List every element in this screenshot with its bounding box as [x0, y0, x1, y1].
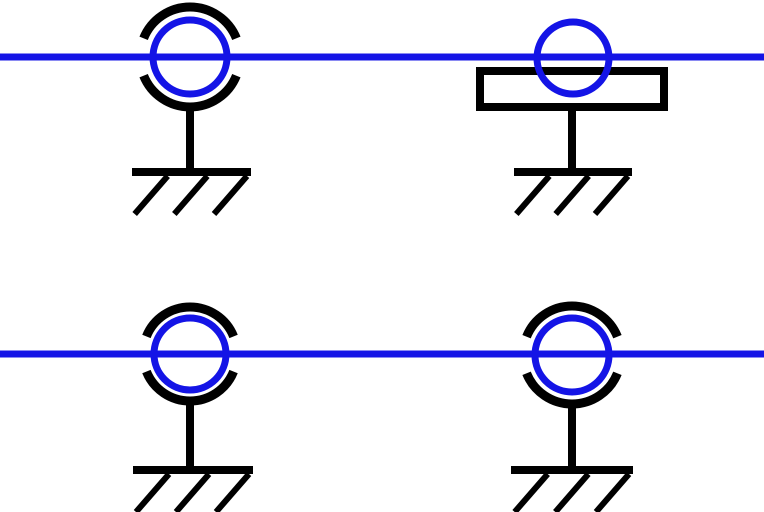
support-top-left-joint-circle [149, 16, 231, 98]
support-top-right-hatch-1 [514, 174, 552, 216]
support-bottom-right-hatch-3 [593, 472, 632, 512]
support-bottom-right-hatch-1 [512, 472, 550, 512]
support-bottom-left-hatch-2 [173, 472, 212, 512]
support-top-left-bearing-arc-bottom [139, 73, 241, 112]
support-top-right-housing-rect [476, 67, 668, 111]
support-top-left-hatch-1 [132, 174, 170, 216]
support-top-left-hatch-3 [211, 174, 250, 216]
support-top-right-hatch-2 [553, 174, 591, 216]
support-top-left-hatch-2 [172, 174, 210, 216]
support-bottom-right-hatch-2 [553, 472, 591, 512]
support-bottom-left-hatch-3 [213, 472, 252, 512]
shaft-lines-layer [0, 53, 764, 358]
structure-layer [132, 2, 668, 512]
support-bottom-right-joint-circle [531, 314, 613, 396]
support-top-right [476, 67, 668, 216]
joint-circles-layer [149, 16, 613, 396]
support-bottom-left [133, 302, 253, 512]
support-bottom-right-bearing-arc-top [522, 301, 622, 339]
support-bottom-right [511, 301, 633, 512]
support-top-left [132, 2, 251, 216]
support-top-right-hatch-3 [592, 174, 631, 216]
support-bottom-left-joint-circle [150, 314, 230, 394]
support-top-left-bearing-arc-top [139, 2, 241, 41]
support-bottom-left-bearing-arc-top [142, 302, 238, 339]
support-bottom-left-hatch-1 [133, 472, 172, 512]
support-top-right-joint-circle [533, 18, 613, 98]
